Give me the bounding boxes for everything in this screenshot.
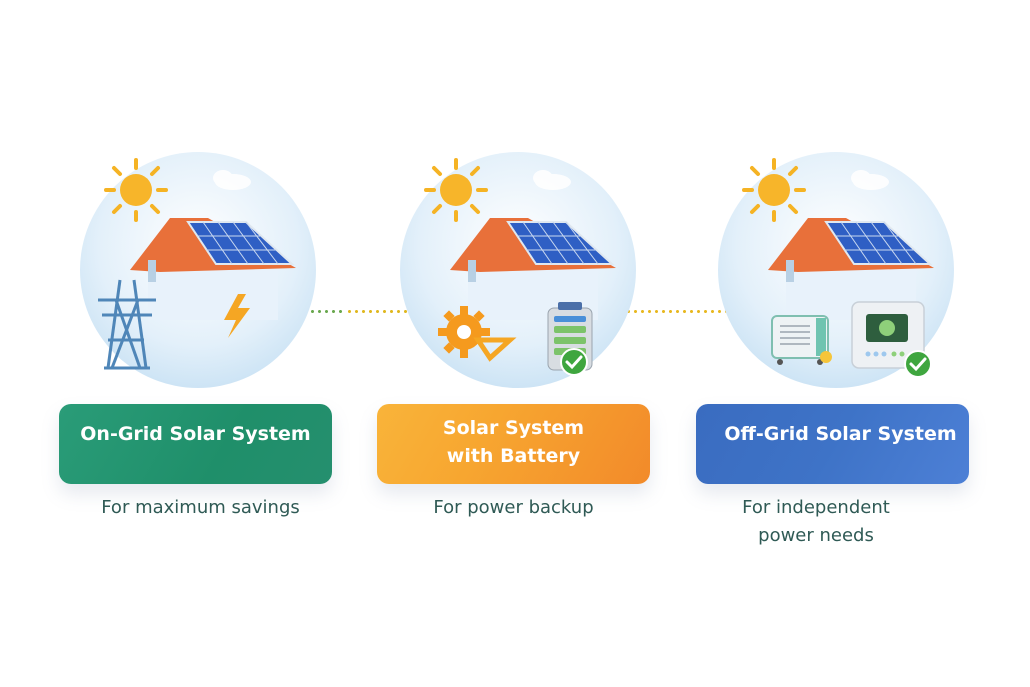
- sun-icon: [104, 158, 168, 222]
- battery-title-line1: Solar System: [442, 417, 585, 439]
- off-grid-subtitle-line1: For independent: [742, 497, 890, 518]
- battery-title: Solar System with Battery: [443, 414, 584, 470]
- connector-onGrid-to-battery-2: [346, 310, 446, 313]
- solar-panel-icon: [824, 221, 933, 265]
- cloud-icon: [213, 170, 251, 190]
- sun-icon: [424, 158, 488, 222]
- connector-battery-to-offgrid: [590, 310, 765, 313]
- cloud-icon: [533, 170, 571, 190]
- on-grid-title: On-Grid Solar System: [80, 423, 311, 445]
- on-grid-subtitle: For maximum savings: [101, 497, 300, 518]
- off-grid-title-box: Off-Grid Solar System: [696, 404, 969, 484]
- check-badge-icon: [560, 348, 588, 376]
- battery-illustration: [398, 152, 638, 400]
- on-grid-title-box: On-Grid Solar System: [59, 404, 332, 484]
- off-grid-subtitle-line2: power needs: [758, 525, 874, 546]
- solar-panel-icon: [186, 221, 295, 265]
- on-grid-illustration: [78, 152, 318, 400]
- cloud-icon: [851, 170, 889, 190]
- inverter-icon: [771, 315, 832, 365]
- battery-title-line2: with Battery: [446, 445, 581, 467]
- off-grid-illustration: [716, 152, 956, 400]
- battery-subtitle: For power backup: [433, 497, 594, 518]
- transmission-tower-icon: [98, 279, 156, 370]
- solar-panel-icon: [506, 221, 615, 265]
- gear-icon: [438, 306, 517, 362]
- charge-controller-icon: [851, 301, 925, 369]
- check-badge-icon: [904, 350, 932, 378]
- lightning-bolt-icon: [224, 294, 250, 338]
- sun-icon: [742, 158, 806, 222]
- off-grid-title: Off-Grid Solar System: [724, 423, 957, 445]
- battery-title-box: Solar System with Battery: [377, 404, 650, 484]
- off-grid-subtitle: For independent power needs: [716, 494, 916, 550]
